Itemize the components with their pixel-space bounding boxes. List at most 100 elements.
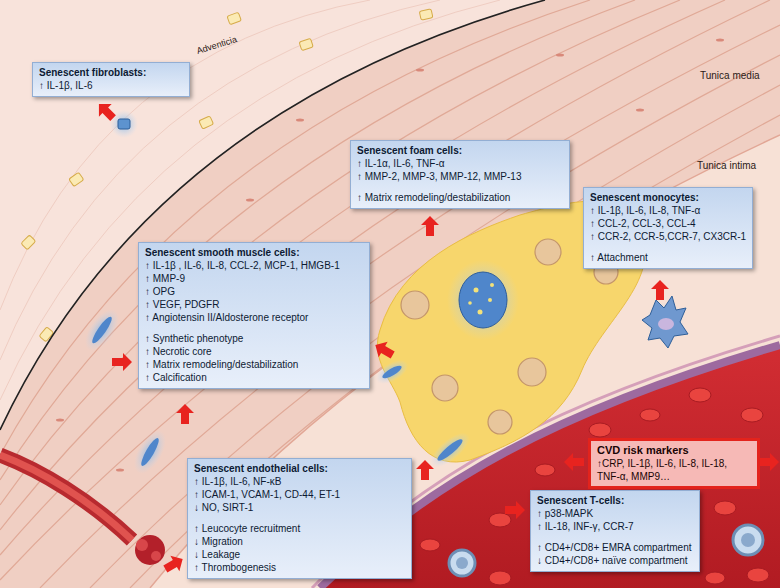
callout-box: Senescent T-cells:↑ p38-MAPK↑ IL-18, INF… (530, 490, 700, 572)
foam-cell (488, 410, 512, 434)
layer-label: Tunica intima (697, 160, 756, 171)
red-blood-cell (689, 388, 711, 402)
nucleus (716, 39, 724, 42)
nucleus (296, 119, 304, 122)
smc-glow (372, 355, 412, 389)
dot (474, 288, 479, 293)
box-line: ↑ Matrix remodeling/destabilization (145, 358, 363, 371)
box-line: ↑ CCL-2, CCL-3, CCL-4 (590, 217, 746, 230)
box-line: ↑ CD4+/CD8+ EMRA compartment (537, 541, 693, 554)
box-line: ↑ Synthetic phenotype (145, 332, 363, 345)
smooth-muscle-cell (90, 315, 115, 346)
box-heading: Senescent monocytes: (590, 191, 746, 204)
box-line: ↑ OPG (145, 285, 363, 298)
smooth-muscle-cell (139, 436, 162, 468)
box-line: ↑ IL-18, INF-γ, CCR-7 (537, 520, 693, 533)
box-line: ↑ IL-1α, IL-6, TNF-α (357, 157, 563, 170)
box-line: ↑ IL-1β, IL-6 (39, 79, 183, 92)
box-heading: Senescent endothelial cells: (194, 462, 405, 475)
box-line: ↓ Leakage (194, 548, 405, 561)
nucleus (416, 69, 424, 72)
t-cell-nucleus (741, 533, 755, 547)
smc-glow (128, 425, 173, 479)
t-cell-nucleus (456, 557, 468, 569)
box-line: ↑ ICAM-1, VCAM-1, CD-44, ET-1 (194, 488, 405, 501)
nucleus (56, 419, 64, 422)
box-line: ↑ IL-1β, IL-6, IL-8, TNF-α (590, 204, 746, 217)
fibre (0, 0, 370, 310)
red-arrow (176, 404, 194, 424)
dot (468, 301, 472, 305)
thrombus (135, 535, 165, 565)
red-arrow (112, 353, 132, 371)
calcification-dots (468, 283, 494, 315)
box-line: ↓ CD4+/CD8+ naïve compartment (537, 554, 693, 567)
box-line: ↑ IL-1β, IL-6, NF-κB (194, 475, 405, 488)
box-line: ↑ IL-1β , IL-6, IL-8, CCL-2, MCP-1, HMGB… (145, 259, 363, 272)
thrombus-cell (151, 551, 161, 561)
nucleus (556, 54, 564, 57)
box-line: ↑ MMP-9 (145, 272, 363, 285)
senescent-monocyte (642, 296, 688, 348)
foam-cell (432, 375, 458, 401)
necrotic-core (459, 272, 507, 328)
fibroblast (227, 12, 241, 25)
box-line: ↑ MMP-2, MMP-3, MMP-12, MMP-13 (357, 170, 563, 183)
box-line: ↑CRP, IL-1β, IL-6, IL-8, IL-18, TNF-α, M… (597, 457, 751, 483)
box-line: ↑ Thrombogenesis (194, 561, 405, 574)
fibroblast (419, 9, 433, 20)
box-line: ↑ Angiotensin II/Aldosterone receptor (145, 311, 363, 324)
box-line: ↑ Leucocyte recruitment (194, 522, 405, 535)
layer-label: Adventicia (195, 34, 238, 56)
vasa-vasorum-lumen (0, 455, 132, 540)
callout-box: Senescent foam cells:↑ IL-1α, IL-6, TNF-… (350, 140, 570, 209)
box-heading: Senescent T-cells: (537, 494, 693, 507)
box-heading: Senescent smooth muscle cells: (145, 246, 363, 259)
foam-cell (518, 358, 546, 386)
red-blood-cell (747, 568, 769, 582)
callout-box: Senescent monocytes:↑ IL-1β, IL-6, IL-8,… (583, 187, 753, 269)
red-blood-cell (714, 501, 736, 515)
box-line: ↓ Migration (194, 535, 405, 548)
t-cell (733, 525, 763, 555)
fibre (130, 115, 780, 588)
box-line: ↑ Calcification (145, 371, 363, 384)
red-arrows (93, 98, 779, 577)
red-arrow (161, 551, 187, 577)
red-arrow (759, 453, 779, 471)
risk-marker-box: CVD risk markers↑CRP, IL-1β, IL-6, IL-8,… (588, 438, 760, 489)
red-arrow (93, 98, 120, 125)
box-line: ↑ VEGF, PDGFR (145, 298, 363, 311)
red-arrow (416, 460, 434, 480)
red-arrow (505, 501, 525, 519)
foam-cell (535, 239, 561, 265)
dot (490, 283, 494, 287)
t-cell (449, 550, 475, 576)
red-blood-cell (589, 423, 611, 437)
red-blood-cell (535, 464, 555, 476)
dot (488, 298, 492, 302)
red-arrow (651, 280, 669, 300)
red-blood-cell (489, 571, 511, 585)
box-line: ↑ p38-MAPK (537, 507, 693, 520)
endothelial-cell (435, 437, 465, 464)
callout-box: Senescent smooth muscle cells:↑ IL-1β , … (138, 242, 370, 389)
box-line: ↑ Matrix remodeling/destabilization (357, 191, 563, 204)
vasa-vasorum (0, 455, 132, 540)
fibroblast (69, 172, 84, 186)
monocyte-nucleus (658, 318, 674, 330)
red-arrow (421, 216, 439, 236)
thrombus-cell (136, 539, 148, 551)
fibroblast (39, 327, 54, 342)
box-line: ↑ Necrotic core (145, 345, 363, 358)
fibroblast (299, 38, 313, 50)
fibroblast (199, 116, 214, 129)
red-blood-cell (489, 513, 511, 527)
red-blood-cell (705, 572, 725, 584)
senescent-fibroblast (118, 119, 130, 129)
fibroblast (21, 235, 36, 250)
foam-cell (401, 291, 429, 319)
